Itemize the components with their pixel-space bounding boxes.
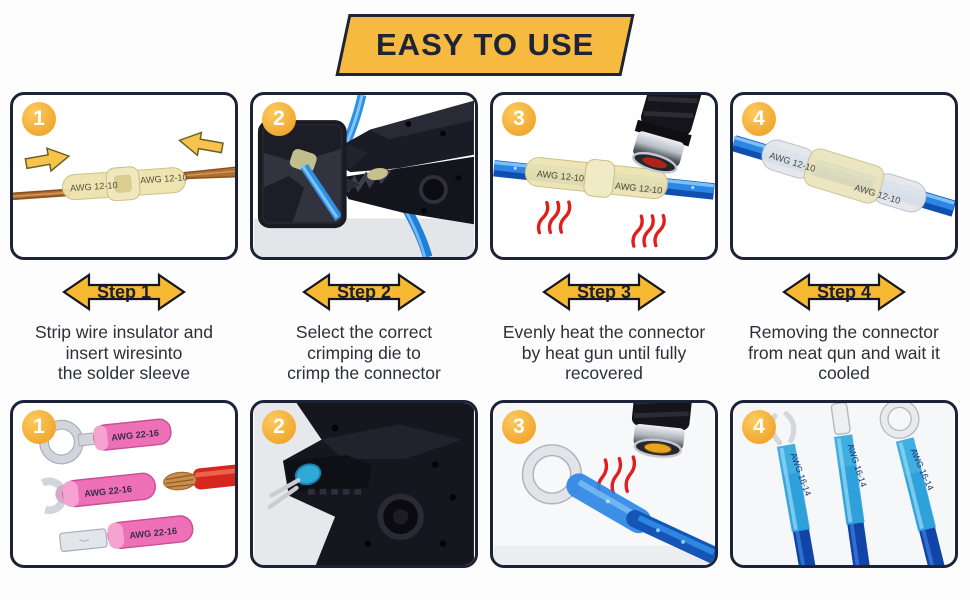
- step-arrow-label: Step 1: [97, 282, 151, 302]
- die-closeup-inset: [257, 120, 361, 229]
- solder-sleeve-icon: AWG 12-10 AWG 12-10: [61, 166, 188, 202]
- step4-arrow: Step 4: [730, 272, 958, 312]
- copper-wire-right-icon: [183, 166, 235, 180]
- finished-connector-illustration: AWG 12-10 AWG 12-10: [733, 135, 955, 217]
- title-banner-text: EASY TO USE: [375, 27, 595, 62]
- insert-sleeve-illustration: AWG 12-10 AWG 12-10: [13, 131, 235, 202]
- desc-line: Select the correct: [295, 322, 433, 342]
- shrunk-connector-icon: AWG 12-10 AWG 12-10: [761, 139, 927, 213]
- panel-crimp-closeup-photo: 2: [250, 400, 478, 568]
- step-arrow-label: Step 3: [577, 282, 631, 302]
- terminal-size-label: AWG 22-16: [111, 428, 160, 443]
- heat-connector-illustration: AWG 12-10 AWG 12-10: [493, 95, 715, 248]
- step2-arrow: Step 2: [250, 272, 478, 312]
- desc-line: Strip wire insulator and: [35, 322, 213, 342]
- insert-arrow-left-icon: [24, 147, 71, 173]
- title-banner: EASY TO USE: [335, 14, 635, 76]
- step-number-badge: 2: [262, 410, 296, 444]
- panel-step1-insert-photo: AWG 12-10 AWG 12-10 1: [10, 92, 238, 260]
- blade-terminal-icon: AWG 22-16: [59, 515, 194, 552]
- copper-wire-left-icon: [13, 188, 71, 201]
- step-number-badge: 3: [502, 410, 536, 444]
- step2-description: Select the correct crimping die to crimp…: [238, 322, 490, 384]
- panel-step3-heat-photo: AWG 12-10 AWG 12-10: [490, 92, 718, 260]
- sleeve-size-label: AWG 12-10: [536, 169, 584, 184]
- crimp-tool-illustration: [254, 95, 474, 257]
- insert-arrow-right-icon: [178, 131, 224, 157]
- blade-terminal-blue-icon: AWG 16-14: [830, 403, 871, 565]
- sleeve-size-label: AWG 12-10: [140, 172, 188, 185]
- panel-blue-terminals-photo: AWG 16-14 AWG 16-14 AWG 16-14 4: [730, 400, 958, 568]
- terminal-size-label: AWG 22-16: [84, 484, 133, 499]
- panel-step2-crimp-photo: 2: [250, 92, 478, 260]
- step1-description: Strip wire insulator and insert wiresint…: [0, 322, 250, 384]
- ring-terminal-icon: AWG 22-16: [39, 418, 172, 465]
- step-number-badge: 1: [22, 102, 56, 136]
- panel-pink-terminals-photo: AWG 22-16 AWG 22-16: [10, 400, 238, 568]
- pink-terminals-illustration: AWG 22-16 AWG 22-16: [39, 418, 235, 552]
- desc-line: from neat qun and wait it: [748, 342, 940, 363]
- sleeve-size-label: AWG 12-10: [70, 180, 118, 193]
- step-number-badge: 1: [22, 410, 56, 444]
- step-arrow-label: Step 4: [817, 282, 871, 302]
- step1-arrow: Step 1: [10, 272, 238, 312]
- blue-terminal-in-die-icon: [267, 463, 322, 510]
- double-arrow-icon: [62, 272, 186, 312]
- blue-terminals-illustration: AWG 16-14 AWG 16-14 AWG 16-14: [734, 403, 954, 565]
- step-number-badge: 3: [502, 102, 536, 136]
- step3-arrow: Step 3: [490, 272, 718, 312]
- heat-waves-icon: [536, 200, 666, 248]
- desc-line: the solder sleeve: [57, 363, 191, 383]
- fork-terminal-icon: AWG 22-16: [40, 472, 156, 515]
- step3-description: Evenly heat the connector by heat gun un…: [478, 322, 730, 384]
- desc-line: cooled: [818, 363, 870, 383]
- ring-terminal-blue-icon: AWG 16-14: [879, 403, 947, 565]
- sleeve-size-label: AWG 12-10: [614, 181, 662, 196]
- panel-heat-ring-photo: 3: [490, 400, 718, 568]
- ring-terminal-blue-icon: [521, 444, 715, 565]
- desc-line: Evenly heat the connector: [502, 322, 706, 342]
- terminal-size-label: AWG 22-16: [129, 526, 178, 541]
- stripped-red-wire-icon: [163, 464, 235, 491]
- fork-terminal-blue-icon: AWG 16-14: [769, 411, 818, 565]
- desc-line: by heat gun until fully: [521, 342, 687, 363]
- heat-gun-icon: [632, 95, 706, 174]
- heat-gun-icon: [631, 403, 695, 458]
- desc-line: insert wiresinto: [65, 342, 183, 363]
- double-arrow-icon: [542, 272, 666, 312]
- desc-line: crimping die to: [307, 342, 421, 363]
- step-number-badge: 4: [742, 102, 776, 136]
- step4-description: Removing the connector from neat qun and…: [718, 322, 970, 384]
- double-arrow-icon: [782, 272, 906, 312]
- step-number-badge: 2: [262, 102, 296, 136]
- step-arrow-label: Step 2: [337, 282, 391, 302]
- crimping-tool-icon: [321, 100, 474, 225]
- desc-line: Removing the connector: [749, 322, 939, 342]
- desc-line: recovered: [565, 363, 643, 383]
- desc-line: crimp the connector: [287, 363, 441, 383]
- panel-step4-finished-photo: AWG 12-10 AWG 12-10 4: [730, 92, 958, 260]
- double-arrow-icon: [302, 272, 426, 312]
- step-number-badge: 4: [742, 410, 776, 444]
- solder-sleeve-icon: AWG 12-10 AWG 12-10: [524, 157, 669, 200]
